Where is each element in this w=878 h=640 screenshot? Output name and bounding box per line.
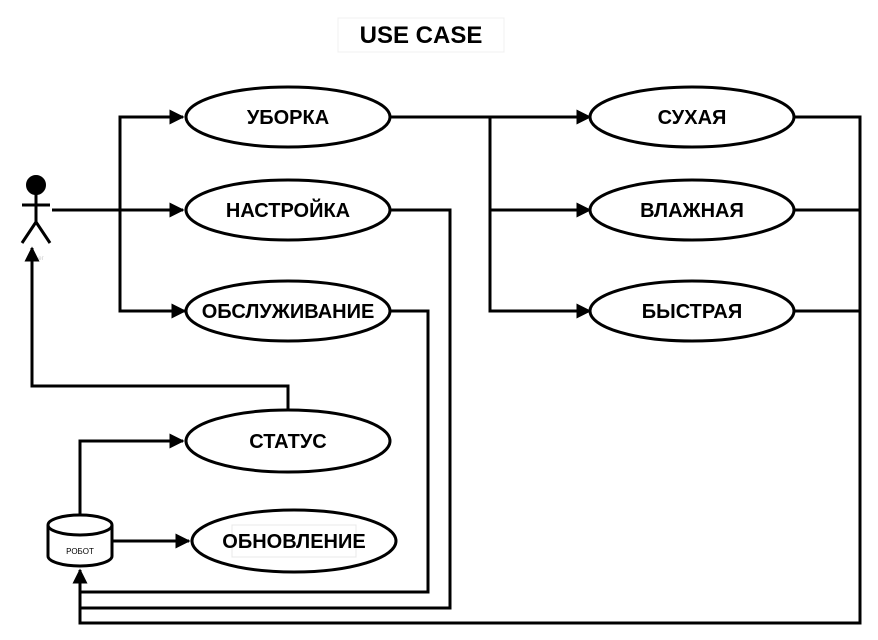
edge-uborka-bystraya	[488, 210, 592, 319]
use-case-sukhaya: СУХАЯ	[588, 85, 796, 149]
use-case-vlazhnaya-label: ВЛАЖНАЯ	[640, 200, 744, 222]
actor-label: ег	[38, 256, 44, 262]
obnovlenie-label-box	[231, 524, 357, 558]
use-case-vlazhnaya: ВЛАЖНАЯ	[588, 178, 796, 242]
use-case-obnovlenie: ОБНОВЛЕНИЕ	[190, 508, 398, 574]
use-case-bystraya: БЫСТРАЯ	[588, 279, 796, 343]
use-case-obsluzhivanie: ОБСЛУЖИВАНИЕ	[184, 279, 392, 343]
edge-nastroika-robot	[80, 208, 452, 610]
robot-database-icon	[46, 513, 114, 568]
use-case-nastroika: НАСТРОЙКА	[184, 178, 392, 242]
edge-types-to-robot	[72, 115, 862, 625]
use-case-nastroika-label: НАСТРОЙКА	[226, 198, 350, 222]
use-case-sukhaya-label: СУХАЯ	[658, 107, 727, 129]
edge-uborka-vlazhnaya	[488, 117, 592, 218]
robot-label: РОБОТ	[66, 547, 94, 556]
use-case-status-label: СТАТУС	[249, 431, 326, 453]
diagram-title: USE CASE	[360, 22, 483, 49]
edge-obsluzhivanie-robot	[80, 309, 430, 594]
use-case-obnovlenie-label: ОБНОВЛЕНИЕ	[222, 531, 365, 553]
edge-robot-status	[78, 433, 185, 518]
use-case-obsluzhivanie-label: ОБСЛУЖИВАНИЕ	[202, 301, 375, 323]
title-box	[337, 17, 505, 53]
use-case-bystraya-label: БЫСТРАЯ	[642, 301, 743, 323]
use-case-status: СТАТУС	[184, 408, 392, 474]
edge-actor-uborka	[118, 109, 185, 210]
use-case-uborka-label: УБОРКА	[247, 107, 329, 129]
actor-user-icon	[20, 175, 52, 244]
edge-status-actor	[24, 246, 290, 410]
edge-actor-obsluzhivanie	[118, 210, 187, 319]
use-case-uborka: УБОРКА	[184, 85, 392, 149]
